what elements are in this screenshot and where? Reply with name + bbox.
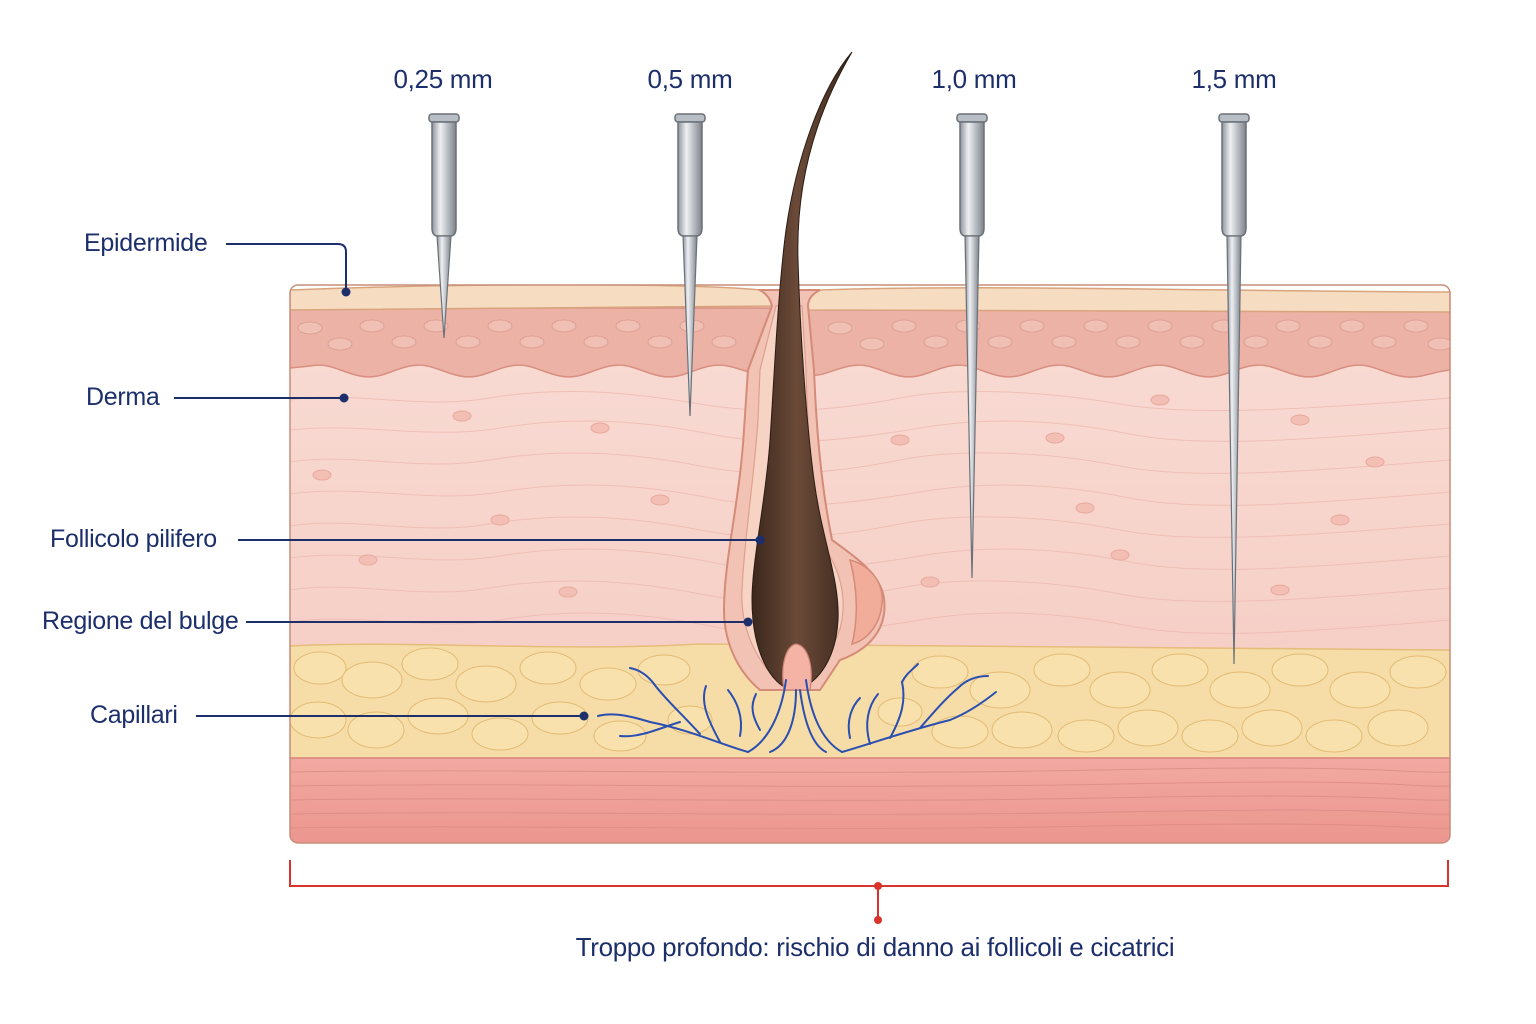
capillaries bbox=[597, 663, 997, 753]
muscle-fibers bbox=[290, 767, 1450, 829]
depth-bracket bbox=[289, 860, 1449, 920]
depth-warning-caption: Troppo profondo: rischio di danno ai fol… bbox=[575, 932, 1175, 962]
bulge-region-label: Regione del bulge bbox=[42, 607, 239, 635]
bracket-dots bbox=[874, 882, 882, 924]
hair-follicle-label: Follicolo pilifero bbox=[50, 525, 217, 553]
microneedle-4 bbox=[1218, 113, 1250, 665]
epidermis-label: Epidermide bbox=[84, 229, 208, 257]
needle-label-0-25mm: 0,25 mm bbox=[393, 64, 493, 94]
needle-label-1-0mm: 1,0 mm bbox=[931, 64, 1017, 94]
needle-label-0-5mm: 0,5 mm bbox=[647, 64, 733, 94]
bulge-bump bbox=[848, 558, 883, 646]
leader-lines bbox=[174, 243, 760, 717]
microneedle-3 bbox=[956, 113, 988, 579]
skin-cross-section bbox=[290, 285, 1450, 843]
leader-dots bbox=[339, 287, 765, 721]
skin-block-outline bbox=[289, 284, 1451, 844]
epidermis-layer bbox=[290, 285, 1450, 313]
epidermis-leader bbox=[226, 243, 347, 292]
needle-label-1-5mm: 1,5 mm bbox=[1191, 64, 1277, 94]
microneedle-1 bbox=[428, 113, 460, 339]
dermis-cells bbox=[312, 394, 1385, 598]
capillaries-label: Capillari bbox=[90, 701, 178, 729]
microneedle-2 bbox=[674, 113, 706, 417]
hair-follicle bbox=[722, 51, 886, 691]
dermis-label: Derma bbox=[86, 383, 160, 411]
dermal-papilla bbox=[782, 643, 812, 691]
